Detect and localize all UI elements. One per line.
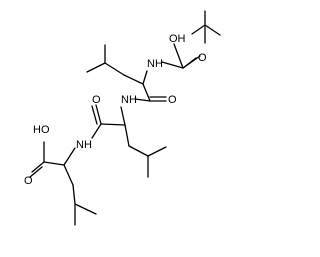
atom-o-amide-left: O <box>92 94 101 106</box>
bond-calpha2-co2 <box>100 123 126 126</box>
bond-cooh-o <box>31 161 45 173</box>
bond-co2-o-double <box>91 105 98 125</box>
bond-nh-calpha2 <box>120 106 126 126</box>
bonds <box>29 10 221 226</box>
bond-cboc-o-double <box>182 55 201 69</box>
bond-nh-calpha1 <box>142 70 148 85</box>
bond-cb2-cg2 <box>128 145 149 157</box>
atom-nh-low: NH <box>76 139 92 151</box>
bond-cb3-cg3 <box>72 184 76 205</box>
atom-nh-mid: NH <box>121 94 137 106</box>
bond-co1-nh <box>134 98 151 102</box>
bond-co2-o <box>95 104 102 125</box>
bond-cb1-cg1 <box>104 62 125 76</box>
leucine-tripeptide-structure: OH O NH O NH O NH HO O <box>24 10 221 226</box>
bond-co2-nh <box>91 123 102 139</box>
bond-cg2-me2 <box>147 146 167 157</box>
bond-cg1-me2 <box>86 62 106 73</box>
boc-carbonyl-bonds <box>173 43 201 69</box>
bond-cboc-oh-visible <box>173 43 184 69</box>
bond-calpha3-cb3 <box>63 164 74 186</box>
bond-tbu-me2 <box>204 24 221 36</box>
atom-nh-top: NH <box>147 58 163 70</box>
bond-cooh-o-double <box>29 166 43 178</box>
bond-nh-calpha3 <box>63 147 76 166</box>
atom-o-acid: O <box>24 175 33 187</box>
bond-cboc-nh <box>161 61 184 69</box>
bond-tbu-me3 <box>191 24 206 35</box>
bond-calpha3-cooh <box>43 161 65 166</box>
atom-o-boc: O <box>198 52 207 64</box>
atom-oh-boc: OH <box>169 33 186 45</box>
atom-oh-acid: HO <box>33 124 50 136</box>
atom-o-amide-top: O <box>168 94 177 106</box>
bond-cg3-me2 <box>74 203 97 215</box>
bond-calpha1-cb1 <box>123 74 144 85</box>
bond-calpha2-cb2 <box>124 124 130 147</box>
bond-calpha1-co1 <box>142 83 151 102</box>
